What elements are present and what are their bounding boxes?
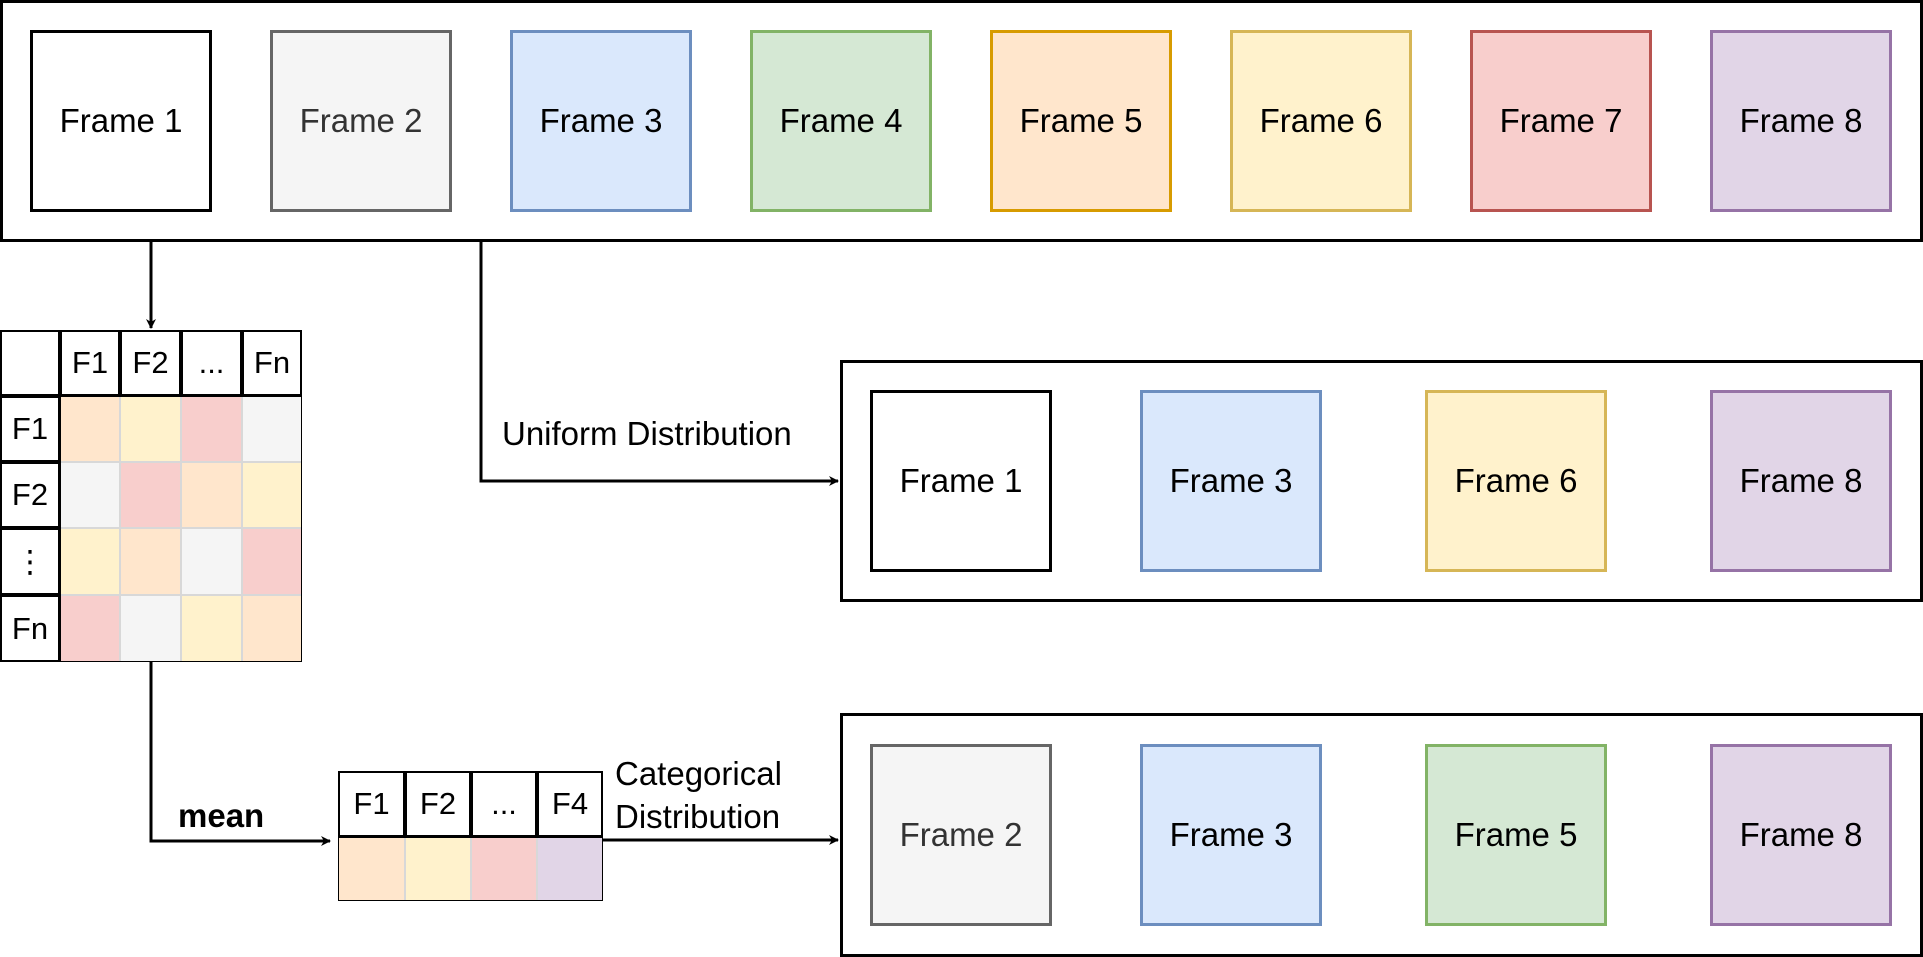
matrix-row-header: ⋮ — [0, 528, 60, 595]
matrix-cell — [60, 595, 120, 662]
uniform-frame-box: Frame 1 — [870, 390, 1052, 572]
matrix-cell — [181, 595, 242, 662]
mean-vector-header: F2 — [405, 771, 471, 837]
mean-vector-cell — [338, 837, 405, 901]
matrix-col-header: ... — [181, 330, 242, 396]
mean-vector-header: F1 — [338, 771, 405, 837]
uniform-frame-box: Frame 6 — [1425, 390, 1607, 572]
frame-box: Frame 5 — [990, 30, 1172, 212]
matrix-cell — [242, 528, 302, 595]
matrix-cell — [120, 462, 181, 528]
frame-box: Frame 3 — [510, 30, 692, 212]
mean-vector-header: F4 — [537, 771, 603, 837]
uniform-frame-box: Frame 3 — [1140, 390, 1322, 572]
matrix-cell — [242, 595, 302, 662]
uniform-distribution-label: Uniform Distribution — [502, 415, 792, 452]
categorical-frame-box: Frame 3 — [1140, 744, 1322, 926]
matrix-cell — [60, 462, 120, 528]
categorical-frame-box: Frame 2 — [870, 744, 1052, 926]
mean-label: mean — [178, 797, 265, 834]
matrix-col-header: F2 — [120, 330, 181, 396]
frame-box: Frame 6 — [1230, 30, 1412, 212]
frame-box: Frame 2 — [270, 30, 452, 212]
matrix-row-header: F2 — [0, 462, 60, 528]
matrix-cell — [242, 462, 302, 528]
matrix-cell — [60, 528, 120, 595]
uniform-frame-box: Frame 8 — [1710, 390, 1892, 572]
matrix-cell — [181, 462, 242, 528]
matrix-corner-cell — [0, 330, 60, 396]
arrow-matrix-to-mean — [149, 662, 331, 846]
matrix-row-header: Fn — [0, 595, 60, 662]
matrix-row-header: F1 — [0, 396, 60, 462]
matrix-col-header: F1 — [60, 330, 120, 396]
mean-vector-cell — [471, 837, 537, 901]
categorical-distribution-label-line1: Categorical — [615, 755, 782, 792]
matrix-cell — [181, 528, 242, 595]
matrix-cell — [120, 595, 181, 662]
frame-box: Frame 4 — [750, 30, 932, 212]
categorical-frame-box: Frame 8 — [1710, 744, 1892, 926]
mean-vector-cell — [405, 837, 471, 901]
matrix-cell — [120, 528, 181, 595]
arrow-uniform — [479, 242, 839, 486]
frame-box: Frame 1 — [30, 30, 212, 212]
categorical-frame-box: Frame 5 — [1425, 744, 1607, 926]
frame-box: Frame 7 — [1470, 30, 1652, 212]
categorical-distribution-label-line2: Distribution — [615, 798, 781, 835]
matrix-cell — [120, 396, 181, 462]
matrix-col-header: Fn — [242, 330, 302, 396]
mean-vector-header: ... — [471, 771, 537, 837]
mean-vector-cell — [537, 837, 603, 901]
frame-box: Frame 8 — [1710, 30, 1892, 212]
